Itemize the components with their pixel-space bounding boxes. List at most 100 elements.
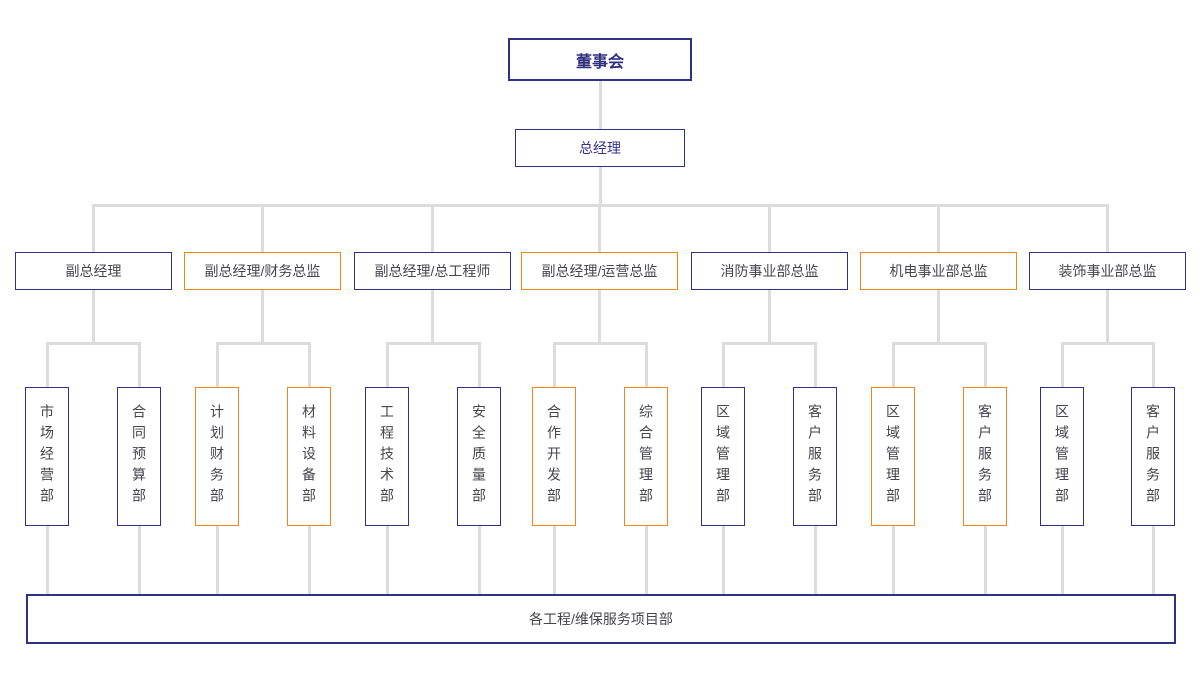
node-label: 工程技术部 — [379, 404, 395, 509]
connector-line — [307, 526, 311, 594]
node-deputy-gm-operations: 副总经理/运营总监 — [521, 252, 678, 290]
node-regional-management-dept-1: 区域管理部 — [701, 387, 745, 526]
node-customer-service-dept-3: 客户服务部 — [1131, 387, 1175, 526]
connector-line — [91, 290, 95, 344]
node-label: 市场经营部 — [39, 404, 55, 509]
node-regional-management-dept-2: 区域管理部 — [871, 387, 915, 526]
connector-line — [552, 526, 556, 594]
connector-line — [598, 204, 601, 252]
connector-line — [721, 342, 725, 387]
node-fire-division-director: 消防事业部总监 — [691, 252, 848, 290]
connector-line — [768, 204, 771, 252]
connector-line — [1106, 204, 1109, 252]
node-label: 副总经理/总工程师 — [374, 263, 491, 279]
node-label: 总经理 — [579, 140, 621, 156]
connector-line — [598, 81, 602, 129]
node-label: 装饰事业部总监 — [1058, 263, 1157, 279]
connector-line — [431, 204, 434, 252]
connector-line — [552, 342, 556, 387]
node-label: 客户服务部 — [1145, 404, 1161, 509]
node-label: 区域管理部 — [885, 404, 901, 509]
node-project-departments: 各工程/维保服务项目部 — [26, 594, 1176, 644]
connector-line — [1151, 342, 1155, 387]
connector-line — [431, 290, 434, 344]
connector-line — [552, 342, 648, 345]
connector-line — [307, 342, 311, 387]
node-label: 综合管理部 — [638, 404, 654, 509]
connector-line — [137, 526, 141, 594]
connector-line — [1151, 526, 1155, 594]
node-marketing-dept: 市场经营部 — [25, 387, 69, 526]
connector-line — [644, 526, 648, 594]
connector-line — [45, 342, 49, 387]
connector-line — [261, 290, 264, 344]
node-label: 区域管理部 — [715, 404, 731, 509]
connector-line — [215, 342, 311, 345]
node-board-of-directors: 董事会 — [508, 38, 692, 81]
node-mechatronics-division-director: 机电事业部总监 — [860, 252, 1017, 290]
connector-line — [1106, 290, 1109, 344]
node-label: 客户服务部 — [807, 404, 823, 509]
node-materials-equipment-dept: 材料设备部 — [287, 387, 331, 526]
connector-line — [598, 290, 601, 344]
node-customer-service-dept-1: 客户服务部 — [793, 387, 837, 526]
node-label: 计划财务部 — [209, 404, 225, 509]
node-deputy-gm-cfo: 副总经理/财务总监 — [184, 252, 341, 290]
connector-line — [983, 526, 987, 594]
connector-line — [891, 342, 987, 345]
node-label: 区域管理部 — [1054, 404, 1070, 509]
connector-line — [813, 342, 817, 387]
connector-line — [385, 342, 389, 387]
node-general-manager: 总经理 — [515, 129, 685, 167]
connector-line — [215, 526, 219, 594]
connector-line — [45, 342, 141, 345]
node-cooperation-development-dept: 合作开发部 — [532, 387, 576, 526]
node-decoration-division-director: 装饰事业部总监 — [1029, 252, 1186, 290]
connector-line — [477, 526, 481, 594]
connector-line — [215, 342, 219, 387]
node-general-management-dept: 综合管理部 — [624, 387, 668, 526]
node-planning-finance-dept: 计划财务部 — [195, 387, 239, 526]
node-label: 合同预算部 — [131, 404, 147, 509]
connector-line — [937, 204, 940, 252]
connector-line — [937, 290, 940, 344]
node-label: 合作开发部 — [546, 404, 562, 509]
node-label: 消防事业部总监 — [720, 263, 819, 279]
node-safety-quality-dept: 安全质量部 — [457, 387, 501, 526]
connector-line — [891, 526, 895, 594]
connector-line — [644, 342, 648, 387]
connector-line — [891, 342, 895, 387]
node-engineering-tech-dept: 工程技术部 — [365, 387, 409, 526]
connector-line — [477, 342, 481, 387]
node-label: 董事会 — [575, 53, 624, 71]
node-label: 副总经理/运营总监 — [541, 263, 658, 279]
node-customer-service-dept-2: 客户服务部 — [963, 387, 1007, 526]
connector-line — [721, 342, 817, 345]
node-label: 各工程/维保服务项目部 — [529, 611, 673, 627]
connector-line — [1060, 342, 1155, 345]
node-deputy-gm-chief-engineer: 副总经理/总工程师 — [354, 252, 511, 290]
connector-line — [385, 342, 481, 345]
connector-line — [261, 204, 264, 252]
connector-line — [768, 290, 771, 344]
connector-line — [137, 342, 141, 387]
node-contract-budget-dept: 合同预算部 — [117, 387, 161, 526]
node-label: 客户服务部 — [977, 404, 993, 509]
node-label: 机电事业部总监 — [889, 263, 988, 279]
node-label: 安全质量部 — [471, 404, 487, 509]
node-regional-management-dept-3: 区域管理部 — [1040, 387, 1084, 526]
connector-line — [45, 526, 49, 594]
connector-line — [1060, 342, 1064, 387]
connector-line — [813, 526, 817, 594]
connector-line — [91, 204, 95, 252]
node-label: 副总经理/财务总监 — [204, 263, 321, 279]
connector-line — [983, 342, 987, 387]
connector-line — [598, 167, 602, 207]
node-label: 材料设备部 — [301, 404, 317, 509]
connector-line — [1060, 526, 1064, 594]
node-label: 副总经理 — [65, 263, 122, 279]
connector-line — [385, 526, 389, 594]
connector-line — [721, 526, 725, 594]
